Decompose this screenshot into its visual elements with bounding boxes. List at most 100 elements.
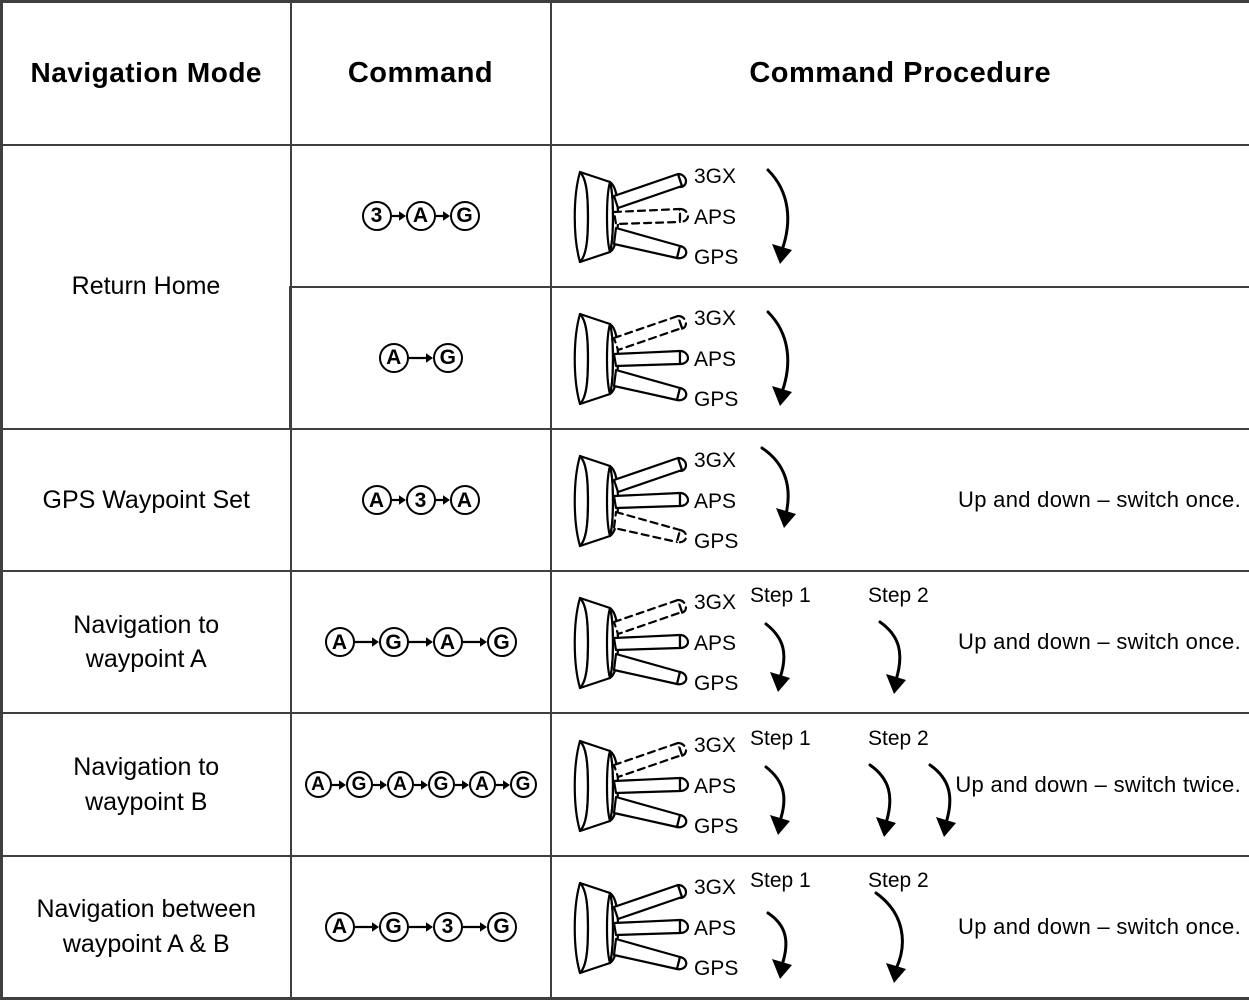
arrow-right-icon xyxy=(391,209,406,223)
arrow-right-icon xyxy=(454,778,469,792)
command-symbol-3: 3 xyxy=(361,200,392,231)
procedure-note: Up and down – switch once. xyxy=(958,487,1241,513)
switch-lever-bottom-dashed xyxy=(612,510,681,544)
navigation-mode-label: waypoint A & B xyxy=(62,929,230,958)
switch-lever-bottom xyxy=(612,937,681,970)
navigation-mode-cell: Navigation to waypoint A xyxy=(0,570,292,715)
command-symbol-a: A xyxy=(324,911,355,942)
switch-lever-middle-dashed xyxy=(612,207,681,225)
navigation-mode-label: Return Home xyxy=(71,272,221,301)
switch-lever-middle xyxy=(612,776,681,794)
switch-label-bottom: GPS xyxy=(694,672,738,695)
command-symbol-a: A xyxy=(378,342,409,373)
switch-label-bottom: GPS xyxy=(694,815,738,838)
navigation-mode-label: Navigation to xyxy=(73,610,220,639)
switch-label-bottom: GPS xyxy=(694,957,738,980)
procedure-step-arrows xyxy=(766,168,792,264)
command-symbol-g: G xyxy=(345,771,373,799)
switch-lever-middle xyxy=(612,634,681,652)
switch-label-top: 3GX xyxy=(694,449,736,472)
command-symbol-g: G xyxy=(449,200,480,231)
arrow-right-icon xyxy=(372,778,387,792)
switch-label-top: 3GX xyxy=(694,307,736,330)
command-symbol-a: A xyxy=(468,771,496,799)
three-position-switch-icon: 3GX APS GPS xyxy=(573,876,738,980)
switch-lever-top xyxy=(612,883,683,920)
arrow-right-icon xyxy=(408,920,433,934)
arrow-right-icon xyxy=(408,635,433,649)
table-header-row: Navigation Mode Command Command Procedur… xyxy=(0,0,1249,146)
switch-lever-top-dashed xyxy=(612,314,683,351)
arrow-right-icon xyxy=(435,209,450,223)
switch-label-middle: APS xyxy=(694,917,736,940)
command-symbol-a: A xyxy=(449,485,480,516)
header-navigation-mode: Navigation Mode xyxy=(0,0,292,146)
navigation-mode-cell: Return Home xyxy=(0,143,292,430)
navigation-mode-label: waypoint A xyxy=(85,645,207,674)
command-symbol-a: A xyxy=(324,627,355,658)
header-command-procedure: Command Procedure xyxy=(549,0,1249,146)
switch-lever-middle xyxy=(612,918,681,936)
command-symbol-g: G xyxy=(486,627,517,658)
switch-label-middle: APS xyxy=(694,490,736,513)
step-label-2: Step 2 xyxy=(868,869,929,892)
switch-label-top: 3GX xyxy=(694,876,736,899)
command-symbol-3: 3 xyxy=(432,911,463,942)
command-symbol-g: G xyxy=(432,342,463,373)
switch-lever-bottom xyxy=(612,653,681,686)
arrow-right-icon xyxy=(354,920,379,934)
procedure-note: Up and down – switch once. xyxy=(958,629,1241,655)
navigation-mode-label: GPS Waypoint Set xyxy=(42,485,251,514)
switch-label-bottom: GPS xyxy=(694,246,738,269)
switch-label-middle: APS xyxy=(694,775,736,798)
switch-lever-middle xyxy=(612,349,681,367)
arrow-right-icon xyxy=(495,778,510,792)
arrow-right-icon xyxy=(408,351,433,365)
procedure-note: Up and down – switch twice. xyxy=(955,771,1241,797)
header-command: Command xyxy=(289,0,552,146)
switch-label-bottom: GPS xyxy=(694,530,738,553)
switch-lever-bottom xyxy=(612,226,681,259)
procedure-step-arrows xyxy=(766,310,792,406)
switch-lever-top xyxy=(612,456,683,494)
switch-label-middle: APS xyxy=(694,632,736,655)
command-symbol-a: A xyxy=(386,771,414,799)
arrow-right-icon xyxy=(435,493,450,507)
arrow-right-icon xyxy=(413,778,428,792)
command-symbol-a: A xyxy=(361,485,392,516)
step-label-2: Step 2 xyxy=(868,584,929,607)
three-position-switch-icon: 3GX APS GPS xyxy=(573,449,738,553)
command-symbol-a: A xyxy=(432,627,463,658)
command-symbol-g: G xyxy=(486,911,517,942)
command-symbol-g: G xyxy=(378,627,409,658)
navigation-mode-label: Navigation to xyxy=(73,753,220,782)
command-symbol-a: A xyxy=(405,200,436,231)
procedure-note: Up and down – switch once. xyxy=(958,913,1241,939)
switch-label-bottom: GPS xyxy=(694,388,738,411)
command-procedure-cell: 3GX APS GPS Up and down – switch once. xyxy=(549,427,1249,573)
